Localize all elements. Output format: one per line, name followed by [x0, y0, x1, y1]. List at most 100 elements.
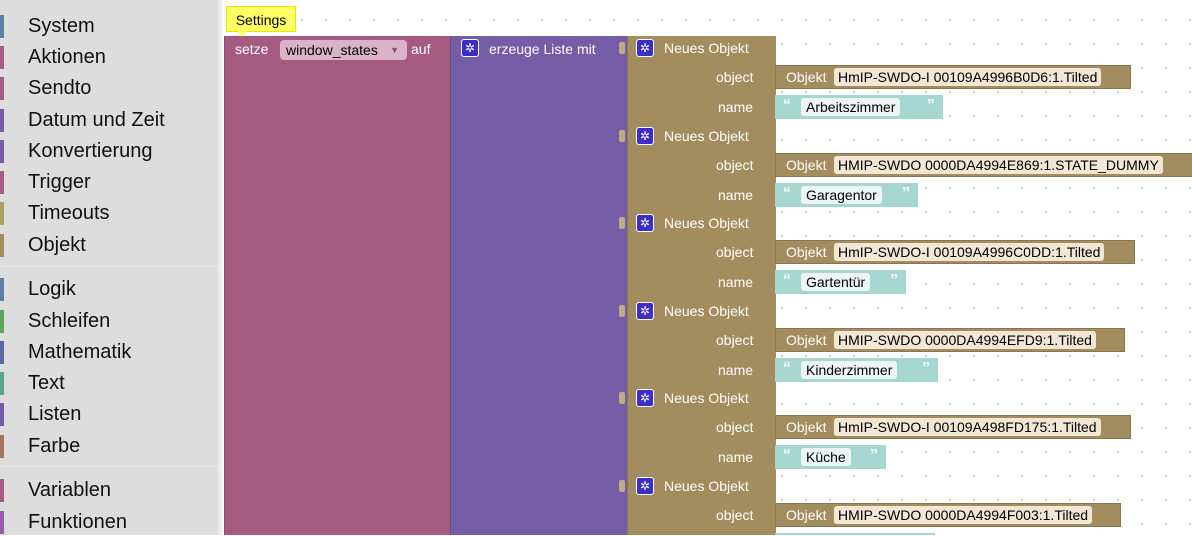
object-id-block[interactable]: Objekt HmIP-SWDO-I 00109A4996C0DD:1.Tilte… — [775, 240, 1135, 265]
blockly-workspace[interactable]: Settings setze window_states ▼ auf ✲ erz… — [222, 0, 1192, 535]
toolbox-category-text[interactable]: Text — [0, 370, 218, 397]
category-label: Logik — [28, 278, 76, 300]
open-quote-icon: “ — [783, 184, 791, 202]
text-string-block[interactable]: “Küche” — [775, 445, 886, 470]
close-quote-icon: ” — [902, 184, 910, 202]
toolbox-category-konvertierung[interactable]: Konvertierung — [0, 138, 218, 165]
open-quote-icon: “ — [783, 97, 791, 114]
category-color-bar — [0, 234, 4, 257]
toolbox-category-listen[interactable]: Listen — [0, 401, 218, 428]
objekt-keyword: Objekt — [786, 419, 827, 436]
gear-icon[interactable]: ✲ — [636, 389, 654, 408]
object-id-block[interactable]: Objekt HMIP-SWDO 0000DA4994EFD9:1.Tilted — [775, 327, 1125, 352]
category-color-bar — [0, 77, 4, 100]
category-color-bar — [0, 403, 4, 426]
toolbox-category-timeouts[interactable]: Timeouts — [0, 200, 218, 227]
new-object-title: Neues Objekt — [664, 302, 749, 319]
open-quote-icon: “ — [783, 359, 791, 377]
toolbox-category-mathematik[interactable]: Mathematik — [0, 339, 218, 366]
object-id-block[interactable]: Objekt HmIP-SWDO-I 00109A498FD175:1.Tilte… — [775, 415, 1131, 440]
toolbox-category-trigger[interactable]: Trigger — [0, 169, 218, 196]
variable-dropdown[interactable]: window_states ▼ — [280, 40, 407, 60]
toolbox-category-datum-und-zeit[interactable]: Datum und Zeit — [0, 107, 218, 134]
connector-notch — [619, 480, 625, 492]
settings-comment-bubble[interactable]: Settings — [226, 6, 296, 37]
category-color-bar — [0, 479, 4, 502]
category-color-bar — [0, 511, 4, 534]
objekt-keyword: Objekt — [786, 507, 827, 523]
auf-label: auf — [411, 41, 431, 57]
close-quote-icon: ” — [922, 359, 930, 377]
create-list-block[interactable]: ✲ erzeuge Liste mit — [450, 36, 627, 535]
name-text-field[interactable]: Garagentor — [801, 185, 882, 204]
name-text-field[interactable]: Gartentür — [801, 273, 871, 292]
objekt-keyword: Objekt — [786, 244, 827, 261]
gear-icon[interactable]: ✲ — [636, 477, 654, 495]
objekt-keyword: Objekt — [786, 331, 827, 348]
toolbox-divider — [218, 0, 222, 535]
object-id-field[interactable]: HmIP-SWDO-I 00109A4996B0D6:1.Tilted — [834, 68, 1102, 86]
category-color-bar — [0, 140, 4, 163]
toolbox-category-objekt[interactable]: Objekt — [0, 232, 218, 259]
text-string-block[interactable]: “” — [775, 533, 935, 535]
gear-icon[interactable]: ✲ — [461, 39, 479, 57]
connector-notch — [619, 392, 625, 405]
text-string-block[interactable]: “Gartentür” — [775, 270, 906, 295]
category-label: Text — [28, 372, 65, 394]
category-label: Farbe — [28, 435, 81, 457]
open-quote-icon: “ — [783, 447, 791, 465]
category-label: Listen — [28, 403, 82, 425]
toolbox-category-schleifen[interactable]: Schleifen — [0, 308, 218, 335]
object-id-field[interactable]: HMIP-SWDO 0000DA4994E869:1.STATE_DUMMY — [834, 155, 1163, 174]
toolbox-category-logik[interactable]: Logik — [0, 276, 218, 303]
object-id-field[interactable]: HMIP-SWDO 0000DA4994F003:1.Tilted — [834, 506, 1093, 524]
toolbox-category-variablen[interactable]: Variablen — [0, 477, 218, 504]
connector-notch — [619, 304, 625, 317]
category-label: Objekt — [28, 234, 86, 256]
gear-icon[interactable]: ✲ — [636, 39, 654, 57]
gear-icon[interactable]: ✲ — [636, 301, 654, 320]
category-label: Timeouts — [28, 202, 110, 224]
name-text-field[interactable]: Arbeitszimmer — [801, 98, 901, 116]
open-quote-icon: “ — [783, 272, 791, 290]
name-text-field[interactable]: Küche — [801, 448, 851, 467]
name-text-field[interactable]: Kinderzimmer — [801, 360, 898, 379]
category-label: Funktionen — [28, 511, 127, 533]
text-string-block[interactable]: “ Arbeitszimmer ” — [775, 95, 943, 119]
toolbox-category-aktionen[interactable]: Aktionen — [0, 44, 218, 71]
category-color-bar — [0, 341, 4, 364]
connector-notch — [619, 129, 625, 142]
object-id-block[interactable]: Objekt HMIP-SWDO 0000DA4994F003:1.Tilted — [775, 503, 1121, 527]
category-color-bar — [0, 372, 4, 395]
gear-icon[interactable]: ✲ — [636, 214, 654, 233]
new-object-title: Neues Objekt — [664, 478, 749, 494]
category-label: Konvertierung — [28, 140, 153, 162]
toolbox-separator — [0, 266, 218, 267]
category-color-bar — [0, 278, 4, 301]
close-quote-icon: ” — [927, 97, 935, 114]
category-color-bar — [0, 171, 4, 194]
category-label: Aktionen — [28, 46, 106, 68]
toolbox-category-system[interactable]: System — [0, 13, 218, 40]
toolbox-category-funktionen[interactable]: Funktionen — [0, 509, 218, 536]
text-string-block[interactable]: “ Garagentor ” — [775, 182, 918, 207]
setze-label: setze — [235, 41, 269, 57]
text-string-block[interactable]: “ Kinderzimmer ” — [775, 357, 938, 382]
new-object-title: Neues Objekt — [664, 390, 749, 407]
gear-icon[interactable]: ✲ — [636, 126, 654, 145]
set-variable-block[interactable]: setze window_states ▼ auf — [224, 36, 455, 535]
category-color-bar — [0, 46, 4, 69]
object-id-field[interactable]: HMIP-SWDO 0000DA4994EFD9:1.Tilted — [834, 330, 1096, 349]
object-id-field[interactable]: HmIP-SWDO-I 00109A4996C0DD:1.Tilted — [834, 243, 1105, 262]
toolbox-category-sendto[interactable]: Sendto — [0, 75, 218, 102]
object-id-field[interactable]: HmIP-SWDO-I 00109A498FD175:1.Tilted — [834, 418, 1101, 437]
toolbox-category-farbe[interactable]: Farbe — [0, 433, 218, 460]
